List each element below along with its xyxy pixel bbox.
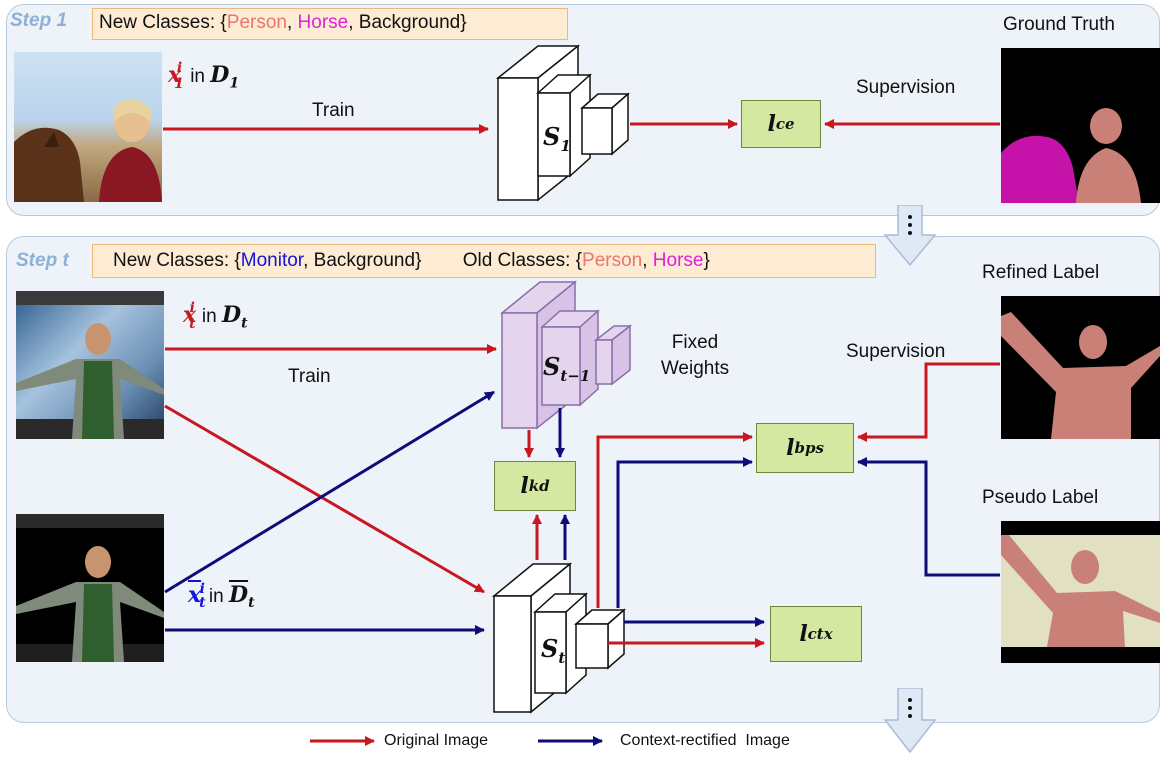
class-horse: Horse bbox=[652, 250, 704, 271]
stept-classes-box: New Classes: {Monitor, Background} Old C… bbox=[92, 244, 876, 278]
legend-original-label: Original Image bbox=[384, 732, 489, 749]
arrow-red bbox=[596, 432, 753, 608]
class-person: Person bbox=[226, 12, 287, 33]
step1-supervision-label: Supervision bbox=[856, 77, 956, 98]
stept-train-label: Train bbox=[288, 366, 331, 387]
stept-supervision-label: Supervision bbox=[846, 341, 946, 362]
step1-model-label: S1 bbox=[543, 122, 571, 155]
class-monitor: Monitor bbox=[240, 250, 304, 271]
stept-old-model-label: St−1 bbox=[543, 352, 591, 385]
classes-prefix: New Classes: { bbox=[99, 12, 227, 33]
ground-truth-image bbox=[1001, 48, 1160, 203]
classes-suffix: } bbox=[460, 12, 467, 33]
arrow-blue bbox=[857, 457, 1000, 577]
stept-input-image bbox=[16, 291, 164, 439]
step1-label: Step 1 bbox=[10, 10, 68, 31]
down-arrow-icon bbox=[883, 688, 937, 754]
old-classes-prefix: Old Classes: { bbox=[462, 250, 583, 271]
fixed-weights-label: Fixed Weights bbox=[660, 332, 730, 379]
arrow-red bbox=[164, 404, 485, 594]
model-s-t-minus-1-icon bbox=[499, 280, 633, 430]
down-arrow-icon bbox=[883, 205, 937, 267]
arrow-blue bbox=[616, 457, 753, 608]
model-s-t-icon bbox=[491, 562, 626, 714]
legend-rectified-label: Context-rectified Image bbox=[620, 732, 790, 749]
model-s1-icon bbox=[495, 44, 630, 202]
new-classes-prefix: New Classes: { bbox=[113, 250, 241, 271]
class-background: Background bbox=[358, 12, 461, 33]
arrow-blue bbox=[164, 390, 495, 594]
refined-label-image bbox=[1001, 296, 1160, 439]
stept-rectified-image bbox=[16, 514, 164, 662]
class-background: Background bbox=[313, 250, 416, 271]
ground-truth-label: Ground Truth bbox=[1003, 14, 1115, 35]
pseudo-label-image bbox=[1001, 521, 1160, 663]
step1-input-image bbox=[14, 52, 162, 202]
step1-classes-box: New Classes: {Person, Horse, Background} bbox=[92, 8, 568, 40]
step1-train-label: Train bbox=[312, 100, 355, 121]
refined-label-title: Refined Label bbox=[982, 262, 1100, 283]
class-horse: Horse bbox=[297, 12, 349, 33]
arrow-red bbox=[857, 362, 1000, 442]
pseudo-label-title: Pseudo Label bbox=[982, 487, 1099, 508]
stept-model-label: St bbox=[541, 634, 566, 667]
class-person: Person bbox=[582, 250, 643, 271]
stept-label: Step t bbox=[16, 250, 69, 271]
